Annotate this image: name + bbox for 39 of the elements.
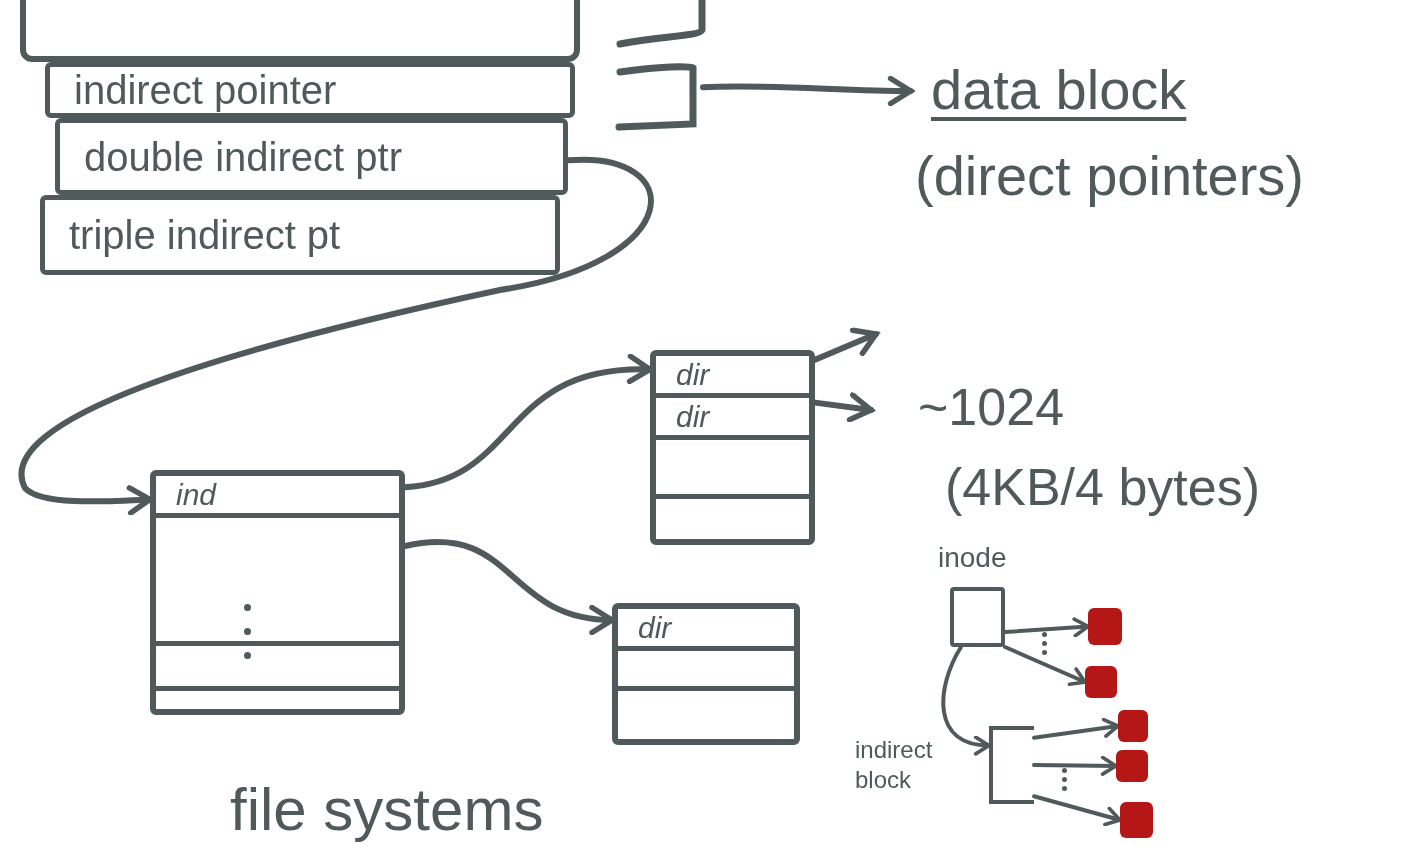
data-block xyxy=(1085,666,1117,698)
data-block xyxy=(1120,802,1153,838)
handwritten-label: inode xyxy=(938,541,1007,575)
data-block xyxy=(1118,710,1148,742)
handwritten-label: dir xyxy=(676,359,710,390)
handwritten-label: data block xyxy=(930,57,1187,123)
handwritten-label: dir xyxy=(638,612,672,643)
handwritten-label: (4KB/4 bytes) xyxy=(945,458,1261,516)
arrow xyxy=(18,157,654,516)
arrow xyxy=(1032,794,1122,827)
arrow xyxy=(402,539,615,634)
handwritten-label: double indirect ptr xyxy=(84,136,402,177)
block-table xyxy=(150,470,405,715)
indirect-block-box xyxy=(855,725,1035,805)
handwritten-label: triple indirect pt xyxy=(69,215,341,255)
handwritten-label: indirect block xyxy=(855,735,934,795)
pointer-row xyxy=(40,195,560,275)
arrow xyxy=(1003,645,1087,687)
arrow xyxy=(941,645,991,755)
inode-block xyxy=(20,0,580,62)
handwritten-label: indirect pointer xyxy=(74,70,337,110)
arrow xyxy=(700,75,914,107)
arrow xyxy=(1003,617,1090,638)
data-block xyxy=(1116,750,1148,782)
handwritten-label: (direct pointers) xyxy=(915,143,1305,209)
handwritten-label: ind xyxy=(176,479,217,510)
pointer-row xyxy=(45,62,575,118)
pointer-row xyxy=(55,118,568,195)
handwritten-label: dir xyxy=(676,401,710,432)
arrow xyxy=(402,354,653,491)
handwritten-label: file systems xyxy=(230,776,544,843)
arrow xyxy=(812,392,874,423)
block-table xyxy=(650,350,815,545)
arrow xyxy=(812,327,879,363)
data-block xyxy=(1088,608,1122,645)
arrow xyxy=(1032,755,1118,776)
handwritten-label: ~1024 xyxy=(918,378,1065,436)
arrow xyxy=(1032,717,1120,740)
block-table xyxy=(612,603,800,745)
